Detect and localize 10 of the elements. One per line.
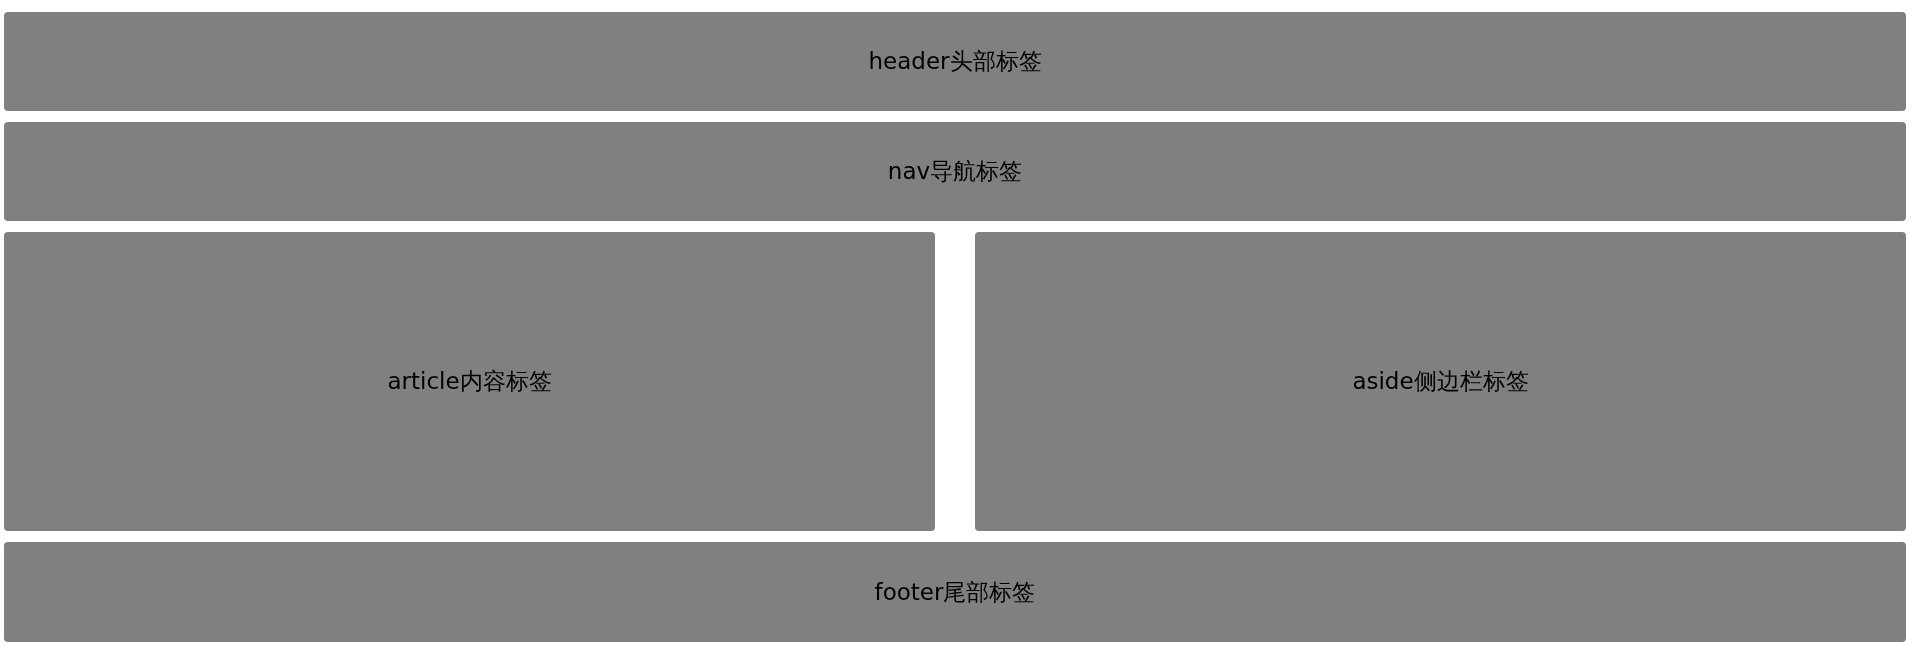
block-label: aside侧边栏标签 bbox=[1352, 367, 1529, 396]
layout-block bbox=[4, 122, 1906, 221]
layout-block bbox=[4, 542, 1906, 642]
layout-block bbox=[975, 232, 1906, 531]
block-label: article内容标签 bbox=[387, 367, 552, 396]
block-label: footer尾部标签 bbox=[874, 577, 1036, 607]
block-label: nav导航标签 bbox=[887, 157, 1023, 186]
layout-block bbox=[4, 232, 935, 531]
block-label: header头部标签 bbox=[868, 47, 1042, 76]
layout-block bbox=[4, 12, 1906, 111]
